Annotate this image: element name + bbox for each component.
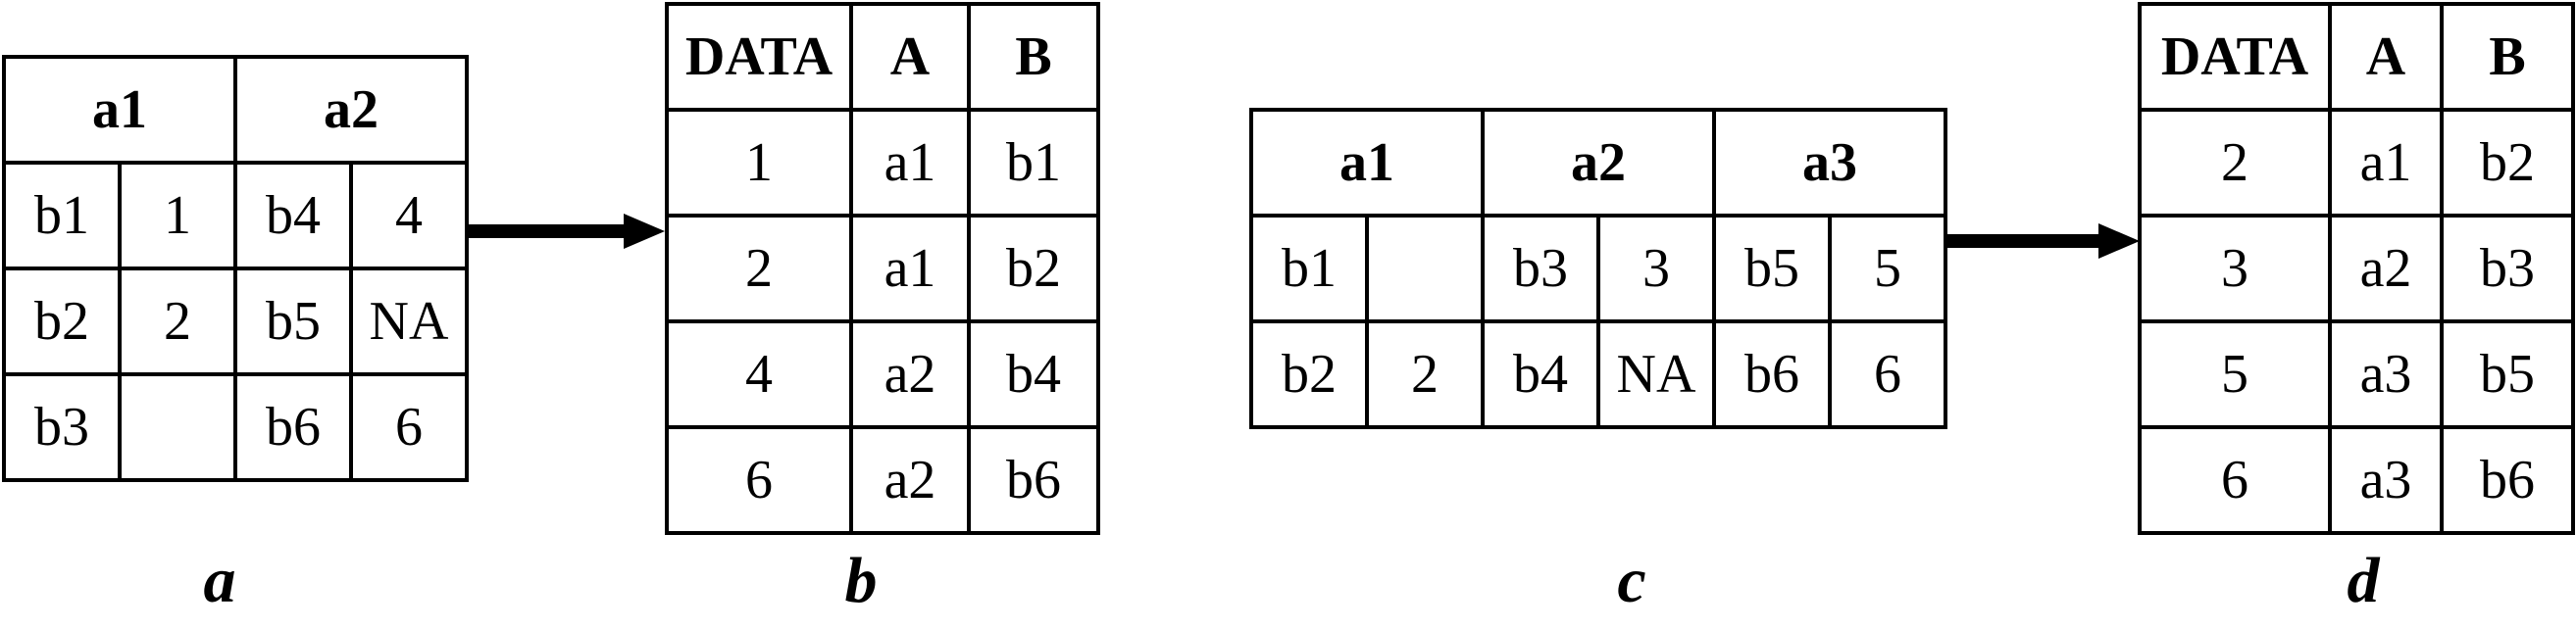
table-cell: 4 <box>349 161 469 270</box>
table-cell: a3 <box>2328 425 2444 535</box>
table-cell: b5 <box>2440 319 2575 429</box>
table-row: 1 a1 b1 <box>665 108 1100 218</box>
table-cell: NA <box>349 267 469 376</box>
table-row: b3 b6 6 <box>2 372 469 482</box>
table-cell <box>118 372 237 482</box>
table-row: 3 a2 b3 <box>2138 214 2575 323</box>
panel-label-b: b <box>844 545 878 616</box>
table-cell: b6 <box>233 372 353 482</box>
panel-label-a: a <box>203 545 236 616</box>
table-cell: b1 <box>2 161 122 270</box>
table-cell: b2 <box>2 267 122 376</box>
table-cell: b1 <box>1249 214 1369 323</box>
right-arrow-icon <box>469 214 665 249</box>
table-cell: 5 <box>2138 319 2332 429</box>
table-cell: 1 <box>665 108 853 218</box>
table-cell: 6 <box>349 372 469 482</box>
table-cell: b4 <box>233 161 353 270</box>
table-cell: a2 <box>2328 214 2444 323</box>
table-cell: b3 <box>2440 214 2575 323</box>
table-row: 6 a3 b6 <box>2138 425 2575 535</box>
table-cell: 3 <box>1596 214 1716 323</box>
table-row: 6 a2 b6 <box>665 425 1100 535</box>
table-header-cell: a1 <box>2 55 237 165</box>
table-header-row: DATA A B <box>2138 2 2575 112</box>
table-cell: 6 <box>1828 319 1947 429</box>
table-cell: a2 <box>849 319 971 429</box>
table-cell: 2 <box>2138 108 2332 218</box>
table-row: 2 a1 b2 <box>665 214 1100 323</box>
table-row: b1 b3 3 b5 5 <box>1249 214 1947 323</box>
table-cell: a1 <box>2328 108 2444 218</box>
table-cell: 2 <box>1365 319 1485 429</box>
table-cell: 5 <box>1828 214 1947 323</box>
table-row: b2 2 b4 NA b6 6 <box>1249 319 1947 429</box>
table-header-row: a1 a2 <box>2 55 469 165</box>
table-cell: a3 <box>2328 319 2444 429</box>
table-row: 5 a3 b5 <box>2138 319 2575 429</box>
table-cell: 1 <box>118 161 237 270</box>
table-cell: b5 <box>233 267 353 376</box>
table-cell: b4 <box>967 319 1100 429</box>
table-header-cell: a2 <box>1481 108 1716 218</box>
table-cell: 6 <box>2138 425 2332 535</box>
table-cell: b5 <box>1712 214 1832 323</box>
long-table-d: DATA A B 2 a1 b2 3 a2 b3 5 a3 b5 6 a3 b6 <box>2138 2 2575 535</box>
table-header-cell: DATA <box>2138 2 2332 112</box>
right-arrow-icon <box>1947 223 2140 259</box>
table-cell: b3 <box>1481 214 1600 323</box>
table-header-cell: a3 <box>1712 108 1947 218</box>
table-cell: a2 <box>849 425 971 535</box>
table-header-cell: a1 <box>1249 108 1485 218</box>
table-header-cell: a2 <box>233 55 469 165</box>
table-header-cell: B <box>2440 2 2575 112</box>
wide-table-c: a1 a2 a3 b1 b3 3 b5 5 b2 2 b4 NA b6 6 <box>1249 108 1947 429</box>
table-header-cell: A <box>849 2 971 112</box>
table-cell: b6 <box>967 425 1100 535</box>
panel-label-c: c <box>1617 545 1646 616</box>
table-cell: b1 <box>967 108 1100 218</box>
table-cell: 4 <box>665 319 853 429</box>
table-header-cell: DATA <box>665 2 853 112</box>
table-header-cell: A <box>2328 2 2444 112</box>
table-cell: b6 <box>2440 425 2575 535</box>
table-header-row: a1 a2 a3 <box>1249 108 1947 218</box>
table-row: 4 a2 b4 <box>665 319 1100 429</box>
table-row: b1 1 b4 4 <box>2 161 469 270</box>
table-cell: b2 <box>967 214 1100 323</box>
table-row: b2 2 b5 NA <box>2 267 469 376</box>
table-cell <box>1365 214 1485 323</box>
table-cell: a1 <box>849 108 971 218</box>
table-cell: b4 <box>1481 319 1600 429</box>
table-cell: 6 <box>665 425 853 535</box>
wide-table-a: a1 a2 b1 1 b4 4 b2 2 b5 NA b3 b6 6 <box>2 55 469 482</box>
table-cell: NA <box>1596 319 1716 429</box>
table-cell: 2 <box>118 267 237 376</box>
table-header-row: DATA A B <box>665 2 1100 112</box>
table-cell: 3 <box>2138 214 2332 323</box>
long-table-b: DATA A B 1 a1 b1 2 a1 b2 4 a2 b4 6 a2 b6 <box>665 2 1100 535</box>
table-cell: 2 <box>665 214 853 323</box>
table-cell: a1 <box>849 214 971 323</box>
table-cell: b2 <box>1249 319 1369 429</box>
table-row: 2 a1 b2 <box>2138 108 2575 218</box>
table-cell: b3 <box>2 372 122 482</box>
table-cell: b2 <box>2440 108 2575 218</box>
table-header-cell: B <box>967 2 1100 112</box>
table-cell: b6 <box>1712 319 1832 429</box>
panel-label-d: d <box>2347 545 2380 616</box>
